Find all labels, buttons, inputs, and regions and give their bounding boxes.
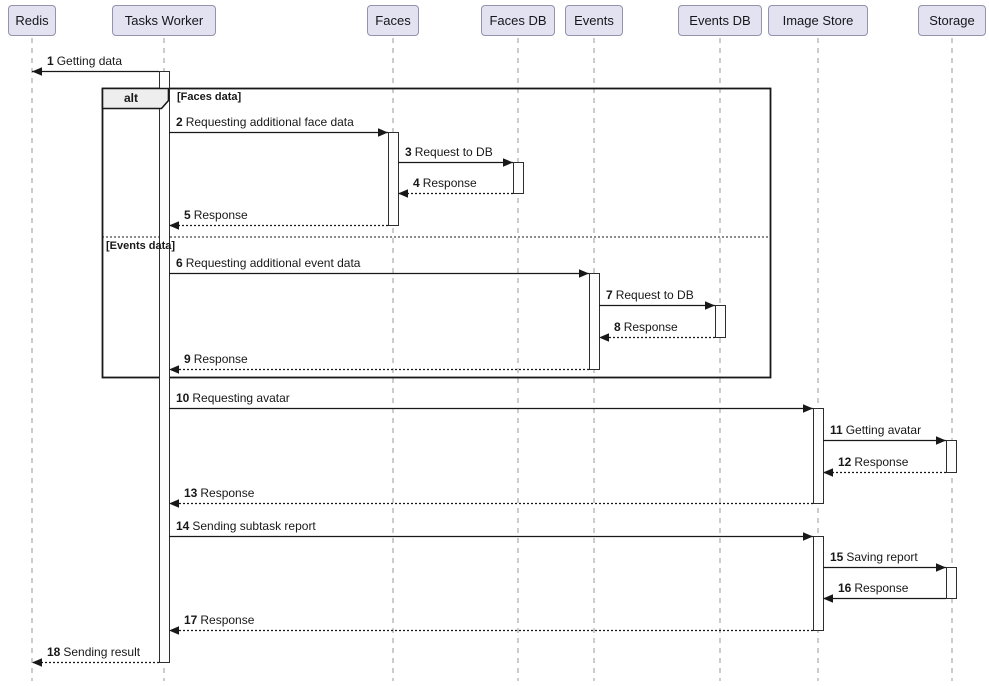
- message-13-arrowhead: [169, 499, 179, 508]
- message-8-arrowhead: [599, 333, 609, 342]
- message-1-number: 1: [47, 54, 54, 68]
- message-4-arrowhead: [398, 189, 408, 198]
- message-14-arrowhead: [803, 532, 813, 541]
- activation-tasks-worker-0: [159, 71, 170, 663]
- participant-events-db: Events DB: [678, 5, 762, 36]
- participant-faces-db: Faces DB: [481, 5, 555, 36]
- participant-tasks-worker: Tasks Worker: [112, 5, 216, 36]
- message-5-text: Response: [193, 208, 248, 222]
- activation-events-db-4: [715, 305, 726, 338]
- participant-faces: Faces: [367, 5, 419, 36]
- message-8-text: Response: [623, 320, 678, 334]
- activation-storage-8: [946, 567, 957, 599]
- message-9-number: 9: [184, 352, 191, 366]
- message-4-number: 4: [413, 176, 420, 190]
- message-6-text: Requesting additional event data: [185, 256, 361, 270]
- message-2-text: Requesting additional face data: [185, 115, 354, 129]
- participant-storage: Storage: [918, 5, 986, 36]
- message-8-number: 8: [614, 320, 621, 334]
- alt-guard-label-1: [Events data]: [106, 240, 176, 252]
- message-16-number: 16: [838, 581, 852, 595]
- activation-image-store-5: [813, 408, 824, 504]
- message-15-number: 15: [830, 550, 844, 564]
- message-7-number: 7: [606, 288, 613, 302]
- message-17-text: Response: [200, 613, 255, 627]
- message-12-number: 12: [838, 455, 852, 469]
- message-11-text: Getting avatar: [845, 423, 922, 437]
- message-2-arrowhead: [378, 128, 388, 137]
- participant-events: Events: [565, 5, 623, 36]
- activation-faces-db-2: [513, 162, 524, 194]
- alt-guard-label-0: [Faces data]: [177, 91, 242, 103]
- message-1-text: Getting data: [56, 54, 123, 68]
- message-17-arrowhead: [169, 626, 179, 635]
- message-17-number: 17: [184, 613, 198, 627]
- message-14-number: 14: [176, 519, 190, 533]
- activation-faces-1: [388, 132, 399, 226]
- message-18-arrowhead: [32, 658, 42, 667]
- activation-image-store-7: [813, 536, 824, 631]
- message-11-number: 11: [830, 423, 843, 437]
- participant-redis: Redis: [8, 5, 56, 36]
- message-1-arrowhead: [32, 67, 42, 76]
- alt-frame-border: [101, 87, 772, 379]
- message-4-text: Response: [422, 176, 477, 190]
- message-7-text: Request to DB: [615, 288, 694, 302]
- alt-operator-tab: [101, 87, 170, 110]
- message-5-arrowhead: [169, 221, 179, 230]
- message-6-arrowhead: [579, 269, 589, 278]
- message-9-text: Response: [193, 352, 248, 366]
- message-16-text: Response: [854, 581, 909, 595]
- message-3-arrowhead: [503, 158, 513, 167]
- message-3-number: 3: [405, 145, 412, 159]
- alt-operator-label: alt: [123, 91, 138, 105]
- message-3-text: Request to DB: [414, 145, 493, 159]
- message-5-number: 5: [184, 208, 191, 222]
- message-12-arrowhead: [823, 468, 833, 477]
- message-6-number: 6: [176, 256, 183, 270]
- message-10-text: Requesting avatar: [192, 391, 290, 405]
- message-15-text: Saving report: [846, 550, 918, 564]
- message-13-text: Response: [200, 486, 255, 500]
- message-2-number: 2: [176, 115, 183, 129]
- message-18-text: Sending result: [63, 645, 141, 659]
- activation-events-3: [589, 273, 600, 370]
- message-10-number: 10: [176, 391, 190, 405]
- message-7-arrowhead: [705, 301, 715, 310]
- message-12-text: Response: [854, 455, 909, 469]
- message-14-text: Sending subtask report: [192, 519, 316, 533]
- message-10-arrowhead: [803, 404, 813, 413]
- participant-image-store: Image Store: [768, 5, 868, 36]
- message-11-arrowhead: [936, 436, 946, 445]
- message-18-number: 18: [47, 645, 61, 659]
- activation-storage-6: [946, 440, 957, 473]
- message-16-arrowhead: [823, 594, 833, 603]
- message-15-arrowhead: [936, 563, 946, 572]
- message-13-number: 13: [184, 486, 198, 500]
- message-9-arrowhead: [169, 365, 179, 374]
